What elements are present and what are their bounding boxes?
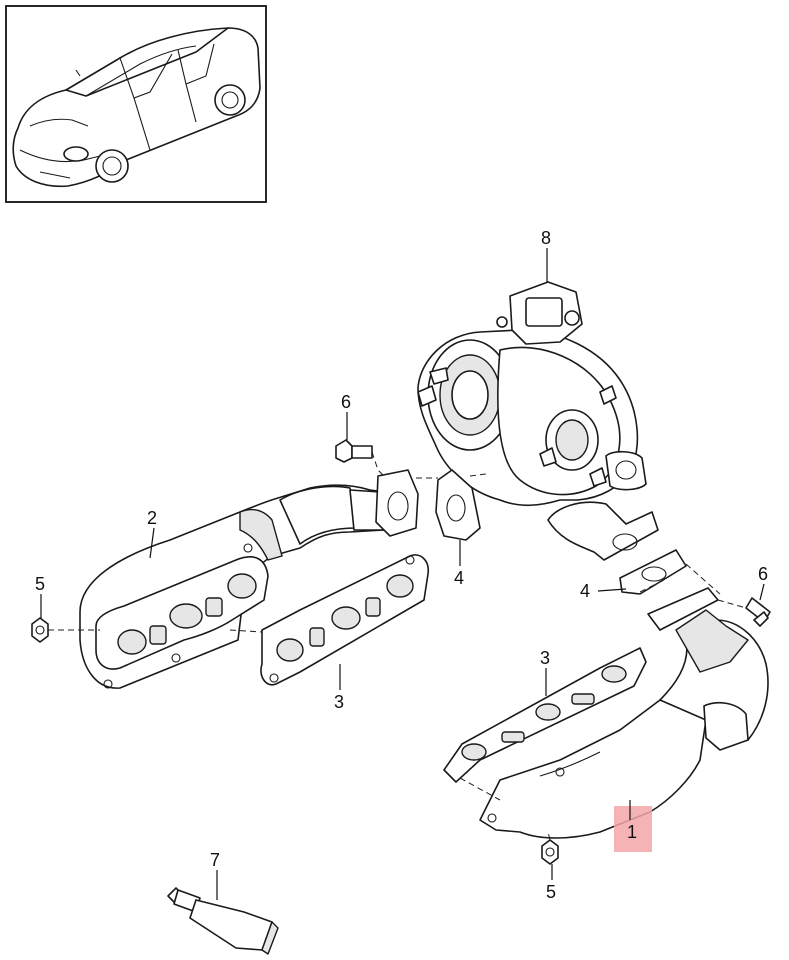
- leader-lines: [40, 248, 765, 900]
- paste-tube: [167, 887, 279, 955]
- bolt-right: [745, 597, 771, 627]
- flange-gasket-upper: [435, 469, 481, 541]
- callout-1-highlight: [614, 806, 652, 852]
- callout-6-top: 6: [341, 392, 351, 412]
- callout-1: 1: [627, 822, 637, 842]
- callout-5-left: 5: [35, 574, 45, 594]
- vehicle-thumbnail: [5, 5, 267, 203]
- nut-left: [31, 617, 49, 643]
- callout-3-left: 3: [334, 692, 344, 712]
- turbocharger: [417, 281, 659, 561]
- exhaust-manifold-left: [79, 469, 419, 689]
- callout-4-right: 4: [580, 581, 590, 601]
- callout-4-top: 4: [454, 568, 464, 588]
- assembly-lines: [48, 451, 747, 841]
- manifold-gasket-right: [443, 647, 647, 783]
- callout-labels: 8 6 2 5 3 4 4 6 3 1 5 7: [35, 228, 768, 902]
- exhaust-manifold-right: [479, 587, 769, 839]
- car-illustration: [12, 27, 261, 188]
- callout-6-right: 6: [758, 564, 768, 584]
- bolt-left: [335, 439, 373, 463]
- left-manifold-ports: [117, 573, 257, 655]
- callout-3-right: 3: [540, 648, 550, 668]
- callout-5-right: 5: [546, 882, 556, 902]
- callout-7: 8: [541, 228, 551, 248]
- flange-gasket-lower: [619, 549, 687, 595]
- manifold-gasket-left: [260, 554, 430, 686]
- callout-2: 2: [147, 508, 157, 528]
- nut-right: [541, 839, 559, 865]
- callout-8: 7: [210, 850, 220, 870]
